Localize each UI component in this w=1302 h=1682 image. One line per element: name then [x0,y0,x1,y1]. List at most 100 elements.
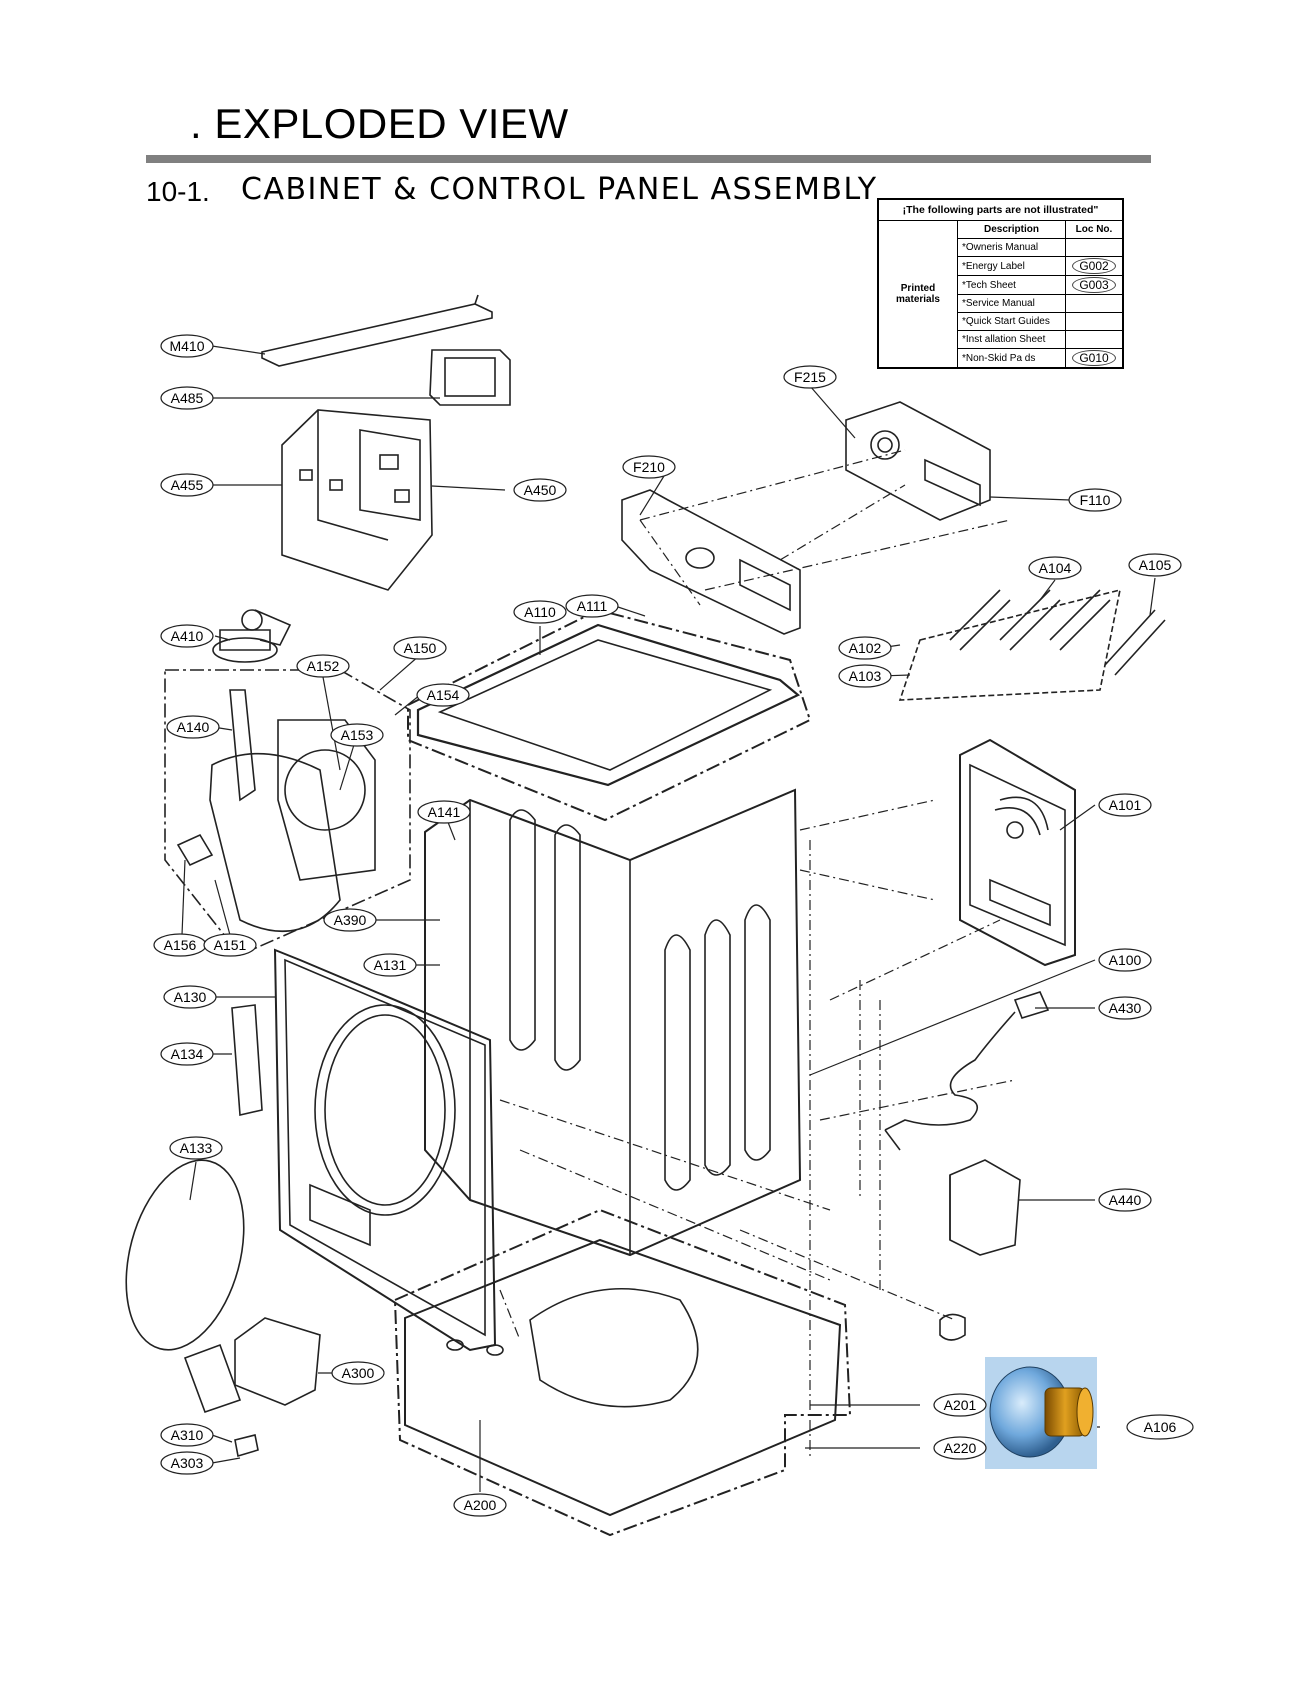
callout-a310: A310 [160,1423,214,1447]
control-pcb [845,401,991,521]
callout-a430: A430 [1098,996,1152,1020]
callout-oval [160,1423,214,1447]
callout-text: A106 [1144,1419,1177,1435]
title-rule [146,155,1151,163]
callout-text: A310 [171,1427,204,1443]
door-lock-motor [212,609,292,663]
callout-m410: M410 [160,334,214,358]
callout-text: A141 [428,804,461,820]
callout-text: A103 [849,668,882,684]
door-hinge [231,1004,263,1116]
callout-a154: A154 [416,683,470,707]
callout-oval [323,908,377,932]
callout-oval [166,715,220,739]
callout-oval [169,1136,223,1160]
callout-oval [163,985,217,1009]
leader-lines [181,345,1156,1492]
cabinet-body [424,788,802,1257]
callout-f215: F215 [783,365,837,389]
top-plate [416,623,801,787]
dispenser-box [234,1317,321,1406]
callout-f110: F110 [1068,488,1122,512]
callout-f210: F210 [622,455,676,479]
callout-oval [1068,488,1122,512]
callout-a455: A455 [160,473,214,497]
callout-text: A430 [1109,1000,1142,1016]
callout-text: A102 [849,640,882,656]
callout-text: A111 [577,598,608,614]
callout-oval [565,594,619,618]
callout-a220: A220 [933,1436,987,1460]
callout-a101: A101 [1098,793,1152,817]
callout-oval [296,654,350,678]
callout-text: A131 [374,957,407,973]
callout-a131: A131 [363,953,417,977]
callout-text: A154 [427,687,460,703]
callout-a390: A390 [323,908,377,932]
callout-oval [330,723,384,747]
base-frame [404,1238,842,1517]
callout-text: A105 [1139,557,1172,573]
callout-oval [622,455,676,479]
section-number: 10-1. [146,176,210,207]
callout-oval [160,334,214,358]
callout-oval [1128,553,1182,577]
callout-text: A152 [307,658,340,674]
callout-text: A201 [944,1397,977,1413]
callout-text: A450 [524,482,557,498]
power-cord [884,991,1050,1151]
callout-a153: A153 [330,723,384,747]
callout-text: A140 [177,719,210,735]
callout-a440: A440 [1098,1188,1152,1212]
callout-a485: A485 [160,386,214,410]
callout-oval [203,933,257,957]
callout-a134: A134 [160,1042,214,1066]
callout-a141: A141 [417,800,471,824]
callout-oval [417,800,471,824]
callout-a150: A150 [393,636,447,660]
callout-text: A440 [1109,1192,1142,1208]
callout-oval [933,1393,987,1417]
callout-a106: A106 [1126,1414,1194,1440]
callout-text: F215 [794,369,826,385]
callout-a140: A140 [166,715,220,739]
callout-a105: A105 [1128,553,1182,577]
callout-oval [783,365,837,389]
front-panel [273,948,497,1352]
callout-a410: A410 [160,624,214,648]
callout-text: A133 [180,1140,213,1156]
callout-text: A150 [404,640,437,656]
callout-a133: A133 [169,1136,223,1160]
callout-oval [838,664,892,688]
callout-oval [513,600,567,624]
callout-text: A455 [171,477,204,493]
callout-oval [331,1361,385,1385]
group-label: Printed materials [877,220,958,369]
callout-oval [160,1451,214,1475]
callout-text: A130 [174,989,207,1005]
callout-oval [513,478,567,502]
callout-text: A110 [524,604,556,620]
back-panel [959,738,1076,967]
callout-text: A151 [214,937,247,953]
callout-text: A153 [341,727,374,743]
callout-text: A101 [1109,797,1142,813]
callout-oval [933,1436,987,1460]
callout-oval [1028,556,1082,580]
callout-text: A200 [464,1497,497,1513]
callout-oval [160,386,214,410]
callout-text: A104 [1039,560,1072,576]
callout-a156: A156 [153,933,207,957]
callout-a303: A303 [160,1451,214,1475]
callout-a201: A201 [933,1393,987,1417]
table-header: ¡The following parts are not illustrated… [877,198,1124,221]
callout-oval [1098,1188,1152,1212]
page-title: . EXPLODED VIEW [190,100,569,147]
callout-oval [160,1042,214,1066]
callout-a104: A104 [1028,556,1082,580]
callout-a151: A151 [203,933,257,957]
callout-oval [160,473,214,497]
